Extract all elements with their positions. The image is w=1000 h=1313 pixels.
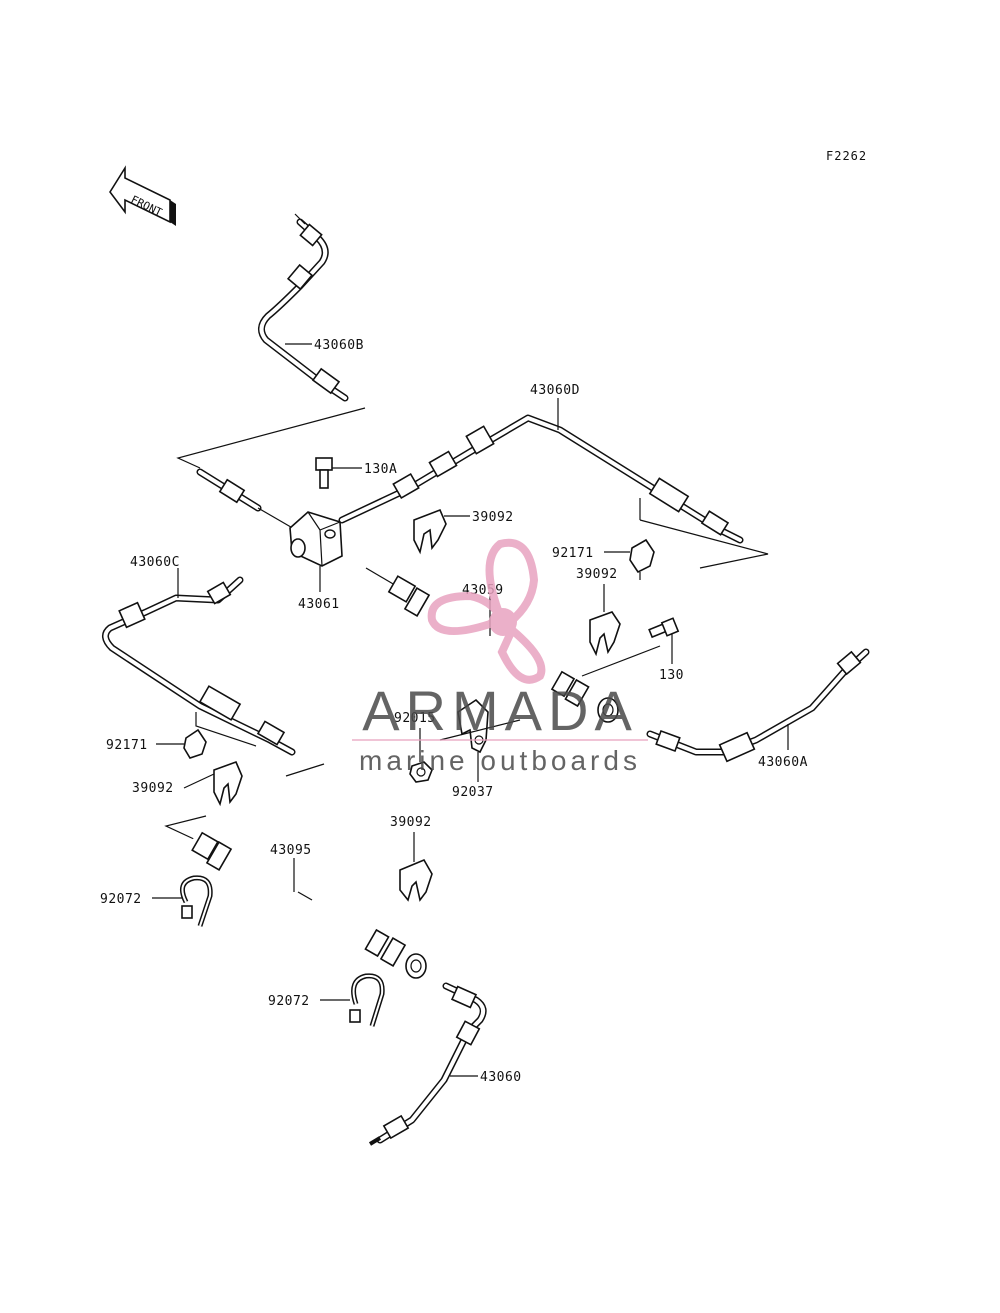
- brand-tagline: marine outboards: [359, 745, 641, 776]
- clip-39092-bottom: 39092: [390, 815, 433, 902]
- label-43060a: 43060A: [758, 755, 808, 770]
- label-39092-right: 39092: [576, 567, 618, 582]
- label-92037: 92037: [452, 785, 494, 800]
- label-43060: 43060: [480, 1070, 522, 1085]
- label-92015: 92015: [394, 711, 436, 726]
- label-39092-bottom: 39092: [390, 815, 432, 830]
- cable-43060d: 43060D: [338, 383, 769, 569]
- band-92072-bottom: 92072: [268, 973, 385, 1027]
- label-39092-top: 39092: [472, 510, 514, 525]
- label-92171-left: 92171: [106, 738, 148, 753]
- label-43060d: 43060D: [530, 383, 580, 398]
- tube-43095: 43095: [164, 815, 428, 979]
- label-92072-left: 92072: [100, 892, 142, 907]
- propeller-logo-icon: [427, 538, 546, 684]
- bolt-130: 130: [648, 617, 684, 683]
- cable-43060: 43060: [368, 982, 522, 1146]
- label-130: 130: [659, 668, 684, 683]
- label-43060b: 43060B: [314, 338, 364, 353]
- label-43061: 43061: [298, 597, 340, 612]
- cable-end-left-top: [196, 468, 297, 531]
- label-43060c: 43060C: [130, 555, 180, 570]
- clip-39092-right: 39092: [576, 567, 621, 657]
- nut-92015: 92015: [394, 711, 436, 783]
- clip-39092-left: 39092: [132, 760, 243, 807]
- cable-43060b: 43060B: [258, 213, 364, 402]
- brand-name: ARMADA: [362, 679, 638, 742]
- cable-43060c: 43060C: [102, 555, 325, 777]
- clip-39092-top: 39092: [413, 508, 514, 555]
- cable-43060a: 43060A: [646, 648, 870, 770]
- band-92072-left: 92072: [100, 875, 213, 927]
- clamp-92171-right: 92171: [552, 538, 655, 580]
- figure-code: F2262: [826, 149, 867, 163]
- clamp-92171-left: 92171: [106, 728, 207, 759]
- bolt-130a: 130A: [315, 457, 397, 489]
- label-39092-left: 39092: [132, 781, 174, 796]
- front-arrow-icon: FRONT: [109, 165, 176, 226]
- label-130a: 130A: [364, 462, 397, 477]
- junction-block-43061: 43061: [289, 511, 343, 612]
- label-92171-right: 92171: [552, 546, 594, 561]
- label-43095: 43095: [270, 843, 312, 858]
- leader-line: [176, 407, 366, 469]
- label-92072-bottom: 92072: [268, 994, 310, 1009]
- armada-watermark: ARMADA marine outboards: [352, 538, 648, 776]
- bracket-92037: 92037: [439, 698, 521, 800]
